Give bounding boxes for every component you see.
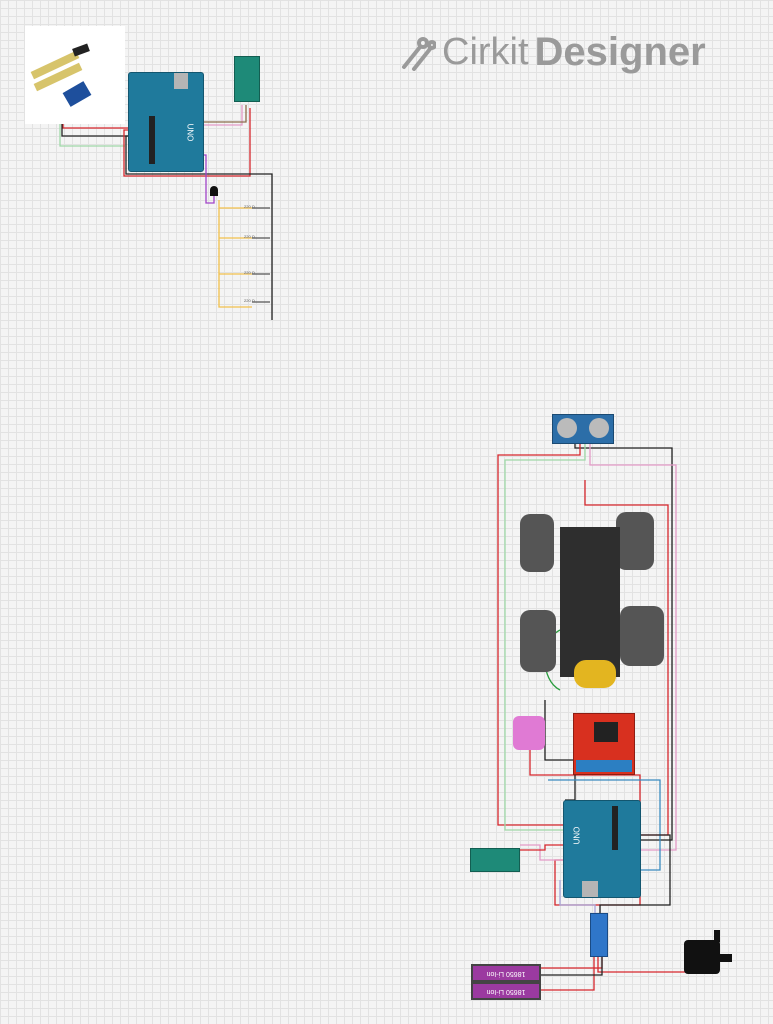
wire[interactable] — [125, 135, 273, 320]
battery-pack[interactable] — [513, 716, 545, 750]
l298n-motor-driver[interactable] — [573, 713, 635, 775]
wire[interactable] — [200, 105, 247, 123]
wire[interactable] — [599, 834, 671, 915]
arduino-uno[interactable]: UNO — [563, 800, 641, 898]
hc05-bluetooth-module[interactable] — [234, 56, 260, 102]
logo-designer: Designer — [534, 30, 706, 74]
wire[interactable] — [520, 844, 565, 851]
arduino-label: UNO — [572, 826, 582, 845]
wire[interactable] — [540, 955, 603, 976]
resistor-label: 220 Ω — [244, 270, 255, 275]
battery-18650[interactable]: 18650 Li-Ion — [471, 982, 541, 1000]
wire[interactable] — [218, 200, 252, 308]
wire[interactable] — [200, 105, 243, 126]
wire[interactable] — [574, 442, 673, 841]
resistor-label: 220 Ω — [244, 298, 255, 303]
logo-cirkit: Cirkit — [442, 31, 529, 73]
wire[interactable] — [589, 442, 677, 851]
wire[interactable] — [497, 442, 581, 826]
wire[interactable] — [520, 844, 565, 861]
soil-moisture-sensor[interactable] — [25, 26, 125, 124]
arduino-label: UNO — [185, 123, 195, 142]
wire[interactable] — [123, 108, 251, 177]
wire[interactable] — [203, 154, 215, 204]
robot-car-chassis[interactable] — [520, 512, 665, 702]
wire[interactable] — [59, 120, 125, 147]
arduino-uno[interactable]: UNO — [128, 72, 204, 172]
temperature-sensor[interactable] — [210, 186, 218, 196]
water-pump[interactable] — [684, 930, 732, 974]
resistor-label: 220 Ω — [244, 234, 255, 239]
cirkit-designer-logo: Cirkit Designer — [400, 30, 706, 75]
battery-18650[interactable]: 18650 Li-Ion — [471, 964, 541, 982]
resistor-label: 220 Ω — [244, 204, 255, 209]
wire[interactable] — [540, 955, 688, 991]
wire[interactable] — [544, 700, 576, 801]
wire[interactable] — [548, 779, 661, 871]
cirkit-logo-icon — [402, 36, 436, 71]
ultrasonic-sensor[interactable] — [552, 414, 614, 444]
hc05-bluetooth-module[interactable] — [470, 848, 520, 872]
relay-module[interactable] — [590, 913, 608, 957]
wire[interactable] — [559, 880, 596, 915]
wire[interactable] — [504, 442, 586, 831]
